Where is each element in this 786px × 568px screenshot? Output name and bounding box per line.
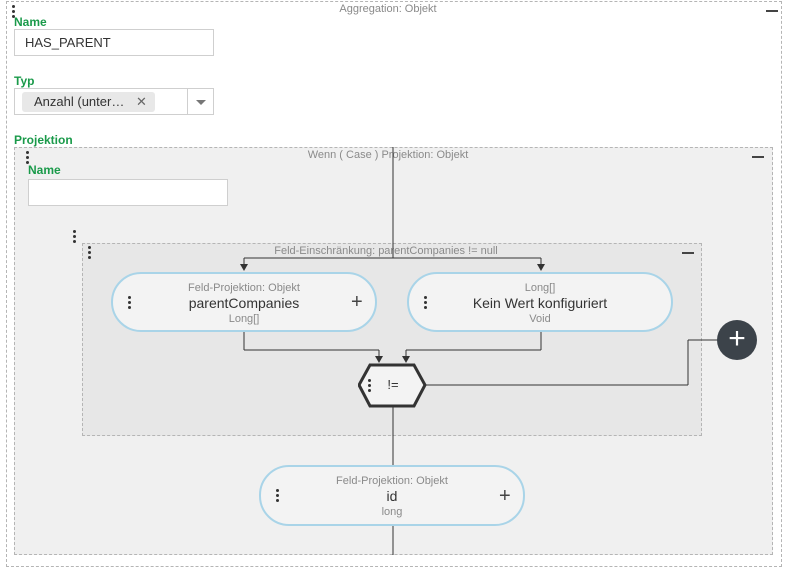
chip-remove-icon[interactable]: ✕ bbox=[135, 94, 147, 109]
node-title: parentCompanies bbox=[188, 295, 300, 311]
aggregation-collapse-icon[interactable] bbox=[766, 10, 778, 12]
node-add-icon[interactable]: + bbox=[499, 485, 511, 507]
condition-drag-handle-icon[interactable] bbox=[72, 230, 78, 245]
name-input[interactable]: HAS_PARENT bbox=[14, 29, 214, 56]
add-condition-button[interactable]: + bbox=[717, 320, 757, 360]
node-add-icon[interactable]: + bbox=[351, 291, 363, 313]
type-chip-label: Anzahl (unter… bbox=[34, 94, 125, 109]
node-drag-handle-icon[interactable] bbox=[423, 296, 429, 311]
node-title: id bbox=[386, 488, 398, 504]
chevron-down-icon[interactable] bbox=[195, 99, 207, 107]
node-caption: Long[] bbox=[524, 282, 556, 294]
aggregation-caption: Aggregation: Objekt bbox=[339, 3, 437, 15]
node-no-value[interactable]: Long[] Kein Wert konfiguriert Void bbox=[407, 272, 673, 332]
node-subtitle: Long[] bbox=[228, 313, 260, 325]
node-drag-handle-icon[interactable] bbox=[275, 489, 281, 504]
node-subtitle: long bbox=[381, 506, 403, 518]
constraint-collapse-icon[interactable] bbox=[682, 252, 694, 254]
case-collapse-icon[interactable] bbox=[752, 156, 764, 158]
operator-drag-handle-icon[interactable] bbox=[367, 379, 373, 394]
plus-icon: + bbox=[728, 322, 746, 355]
node-caption: Feld-Projektion: Objekt bbox=[188, 282, 300, 294]
node-subtitle: Void bbox=[529, 313, 551, 325]
constraint-drag-handle-icon[interactable] bbox=[87, 246, 93, 261]
case-name-input[interactable] bbox=[28, 179, 228, 206]
case-name-label: Name bbox=[28, 163, 61, 177]
operator-label: != bbox=[387, 377, 399, 392]
node-drag-handle-icon[interactable] bbox=[127, 296, 133, 311]
node-caption: Feld-Projektion: Objekt bbox=[336, 475, 448, 487]
name-label: Name bbox=[14, 15, 47, 29]
type-select[interactable]: Anzahl (unter… ✕ bbox=[14, 88, 214, 115]
aggregation-drag-handle-icon[interactable] bbox=[11, 5, 17, 20]
constraint-caption: Feld-Einschränkung: parentCompanies != n… bbox=[274, 245, 498, 257]
case-drag-handle-icon[interactable] bbox=[25, 151, 31, 166]
type-chip: Anzahl (unter… ✕ bbox=[22, 92, 155, 112]
operator-hexagon[interactable] bbox=[358, 363, 428, 409]
node-title: Kein Wert konfiguriert bbox=[472, 295, 608, 311]
select-divider bbox=[187, 89, 188, 114]
node-parent-companies[interactable]: Feld-Projektion: Objekt parentCompanies … bbox=[111, 272, 377, 332]
type-label: Typ bbox=[14, 74, 35, 88]
node-id[interactable]: Feld-Projektion: Objekt id long bbox=[259, 465, 525, 526]
projection-label: Projektion bbox=[14, 133, 73, 147]
case-projection-caption: Wenn ( Case ) Projektion: Objekt bbox=[307, 149, 469, 161]
